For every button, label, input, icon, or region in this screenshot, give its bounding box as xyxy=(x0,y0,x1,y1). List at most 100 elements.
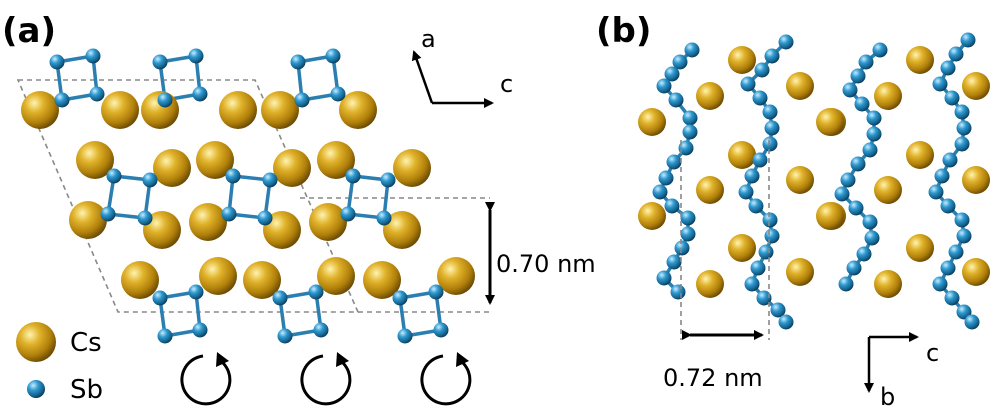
cs-atom xyxy=(69,201,107,239)
sb-atom xyxy=(674,240,690,256)
cs-atom xyxy=(153,149,191,187)
sb-atom xyxy=(397,328,413,344)
rotation-arrow-icon xyxy=(420,352,472,406)
cs-atom xyxy=(906,234,934,262)
cs-atom xyxy=(243,261,281,299)
cs-atom xyxy=(786,258,814,286)
sb-atom xyxy=(762,136,778,152)
sb-atom xyxy=(656,270,672,286)
sb-atom xyxy=(330,86,346,102)
cs-atom xyxy=(786,166,814,194)
cs-atom xyxy=(143,211,181,249)
sb-atom xyxy=(758,244,774,260)
sb-atom xyxy=(340,206,356,222)
sb-atom xyxy=(290,54,306,70)
legend-sb-swatch xyxy=(27,380,45,398)
sb-atom xyxy=(100,206,116,222)
sb-atom xyxy=(964,314,980,330)
sb-atom xyxy=(940,260,956,276)
sb-atom xyxy=(106,168,122,184)
sb-atom xyxy=(137,210,153,226)
sb-atom xyxy=(762,212,778,228)
legend-cs-label: Cs xyxy=(70,328,102,358)
cs-atom xyxy=(874,176,902,204)
sb-atom xyxy=(142,172,158,188)
sb-atom xyxy=(754,62,770,78)
cs-atom xyxy=(786,72,814,100)
sb-atom xyxy=(762,104,778,120)
sb-atom xyxy=(948,46,964,62)
sb-atom xyxy=(764,228,780,244)
panel-b-label: (b) xyxy=(596,11,651,51)
axis-b-label: b xyxy=(880,383,895,411)
axes-a xyxy=(411,50,494,108)
sb-atom xyxy=(956,120,972,136)
cs-atom xyxy=(696,82,724,110)
cs-atom xyxy=(76,141,114,179)
cs-atom xyxy=(696,176,724,204)
sb-atom xyxy=(842,82,858,98)
sb-atom xyxy=(188,48,204,64)
sb-atom xyxy=(764,48,780,64)
sb-atom xyxy=(54,92,70,108)
sb-atom xyxy=(944,290,960,306)
cs-atom xyxy=(638,108,666,136)
sb-atom xyxy=(380,172,396,188)
sb-atom xyxy=(325,48,341,64)
sb-atom xyxy=(928,184,944,200)
sb-atom xyxy=(862,142,878,158)
sb-atom xyxy=(680,210,696,226)
sb-atom xyxy=(668,92,684,108)
sb-atom xyxy=(850,156,866,172)
sb-atom xyxy=(658,170,674,186)
cs-atom xyxy=(317,257,355,295)
height-dimension-label: 0.70 nm xyxy=(496,250,596,278)
sb-atom xyxy=(225,168,241,184)
sb-atoms xyxy=(49,32,980,344)
sb-atom xyxy=(940,60,956,76)
sb-atom xyxy=(262,172,278,188)
cs-atom xyxy=(816,108,844,136)
cs-atom xyxy=(874,270,902,298)
sb-atom xyxy=(89,86,105,102)
sb-atom xyxy=(744,276,760,292)
sb-atom xyxy=(940,198,956,214)
sb-atom xyxy=(942,152,958,168)
width-guides xyxy=(680,140,770,340)
cs-atom xyxy=(121,261,159,299)
sb-atom xyxy=(954,136,970,152)
sb-atom xyxy=(294,92,310,108)
sb-atom xyxy=(192,86,208,102)
sb-atom xyxy=(666,154,682,170)
sb-atom xyxy=(838,276,854,292)
sb-atom xyxy=(840,172,856,188)
sb-atom xyxy=(392,290,408,306)
sb-atom xyxy=(872,42,888,58)
sb-atom xyxy=(956,228,972,244)
sb-atom xyxy=(752,152,768,168)
cs-atom xyxy=(437,257,475,295)
sb-atom xyxy=(152,290,168,306)
sb-atom xyxy=(846,260,862,276)
sb-atom xyxy=(932,276,948,292)
sb-atom xyxy=(862,214,878,230)
sb-atom xyxy=(756,290,772,306)
sb-atom xyxy=(778,314,794,330)
cs-atom xyxy=(962,166,990,194)
sb-atom xyxy=(666,254,682,270)
cs-atom xyxy=(261,91,299,129)
sb-atom xyxy=(932,76,948,92)
sb-atom xyxy=(858,54,874,70)
legend-sb-label: Sb xyxy=(70,375,103,405)
sb-atom xyxy=(192,322,208,338)
cs-atom xyxy=(263,211,301,249)
sb-atom xyxy=(856,246,872,262)
cs-atoms xyxy=(21,46,990,299)
cs-atom xyxy=(21,91,59,129)
axis-c-label-b: c xyxy=(926,339,939,367)
cs-atom xyxy=(696,270,724,298)
unit-cell-outline xyxy=(16,79,490,313)
sb-atom xyxy=(308,284,324,300)
cs-atom xyxy=(906,141,934,169)
sb-atom xyxy=(257,210,273,226)
